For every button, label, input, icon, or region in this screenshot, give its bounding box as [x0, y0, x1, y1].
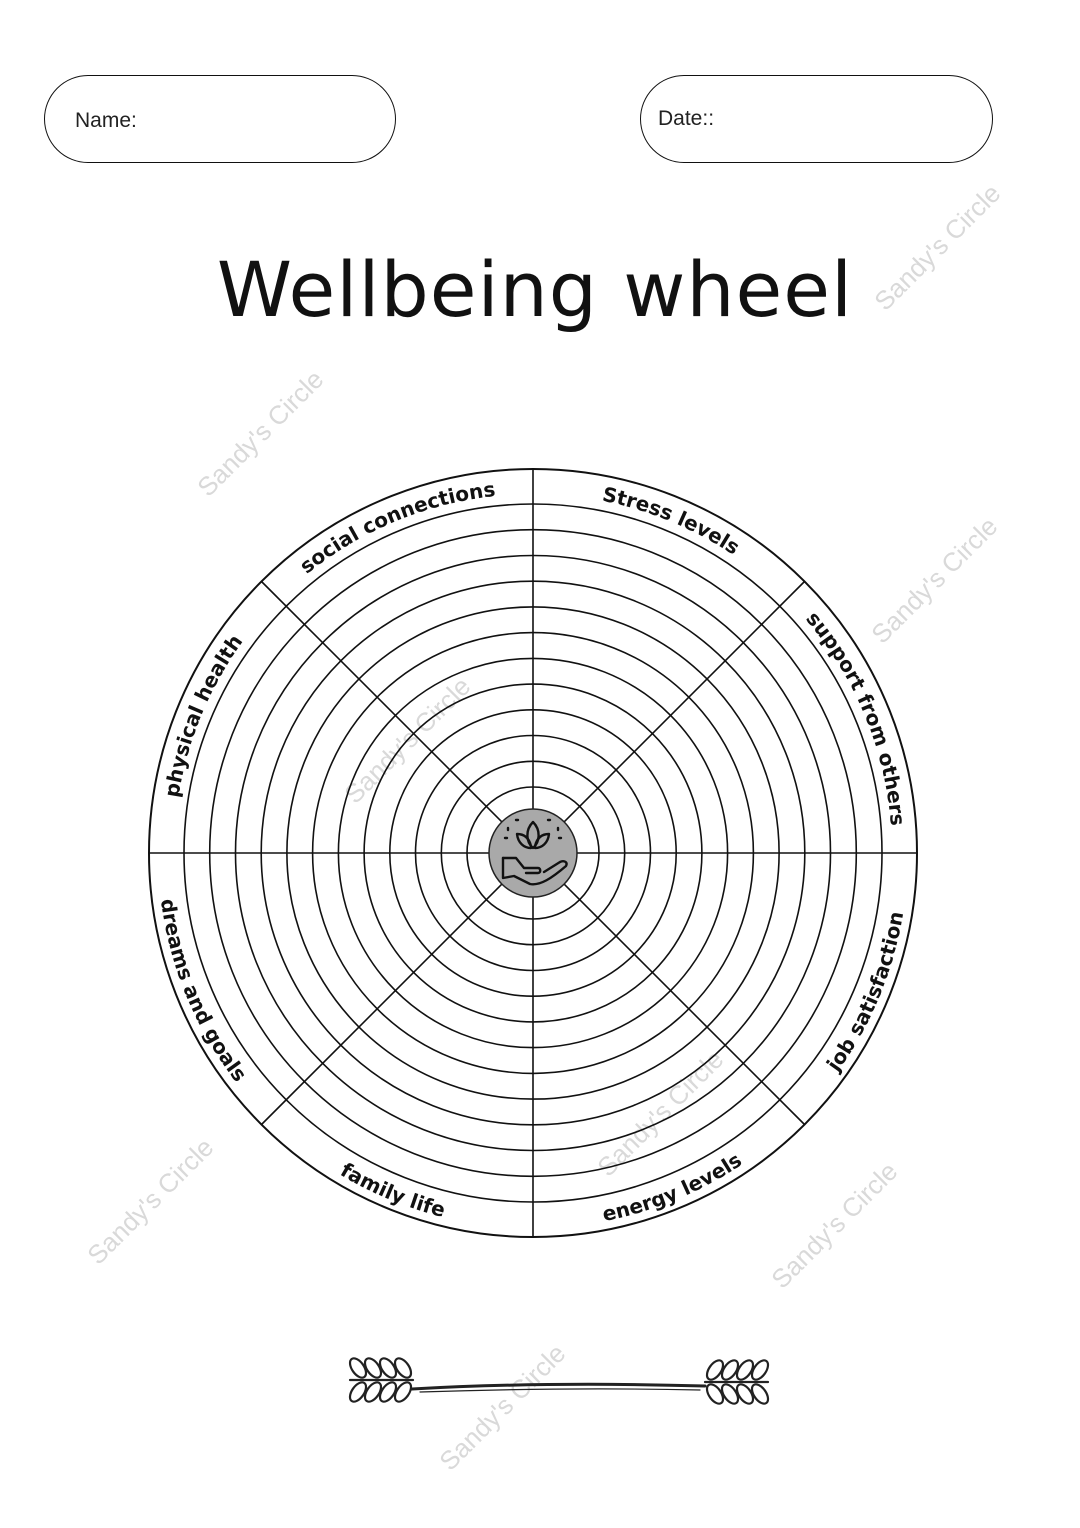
- segment-label: job satisfaction: [821, 910, 908, 1077]
- spoke: [260, 580, 503, 823]
- laurel-divider-icon: [348, 1357, 770, 1405]
- spoke: [563, 883, 806, 1126]
- wheel-spokes: [149, 469, 917, 1237]
- lotus-hand-icon: [501, 818, 568, 886]
- segment-label: dreams and goals: [156, 897, 252, 1086]
- page-title: Wellbeing wheel: [216, 245, 854, 334]
- segment-label: family life: [337, 1158, 448, 1222]
- name-label: Name:: [75, 109, 137, 132]
- spoke: [563, 580, 806, 823]
- name-field[interactable]: Name:: [44, 75, 396, 163]
- spoke: [260, 883, 503, 1126]
- date-field[interactable]: Date::: [640, 75, 993, 163]
- segment-label: support from others: [801, 607, 910, 827]
- center-hub: [488, 808, 578, 898]
- date-label: Date::: [658, 107, 715, 130]
- segment-label: Stress levels: [600, 482, 744, 560]
